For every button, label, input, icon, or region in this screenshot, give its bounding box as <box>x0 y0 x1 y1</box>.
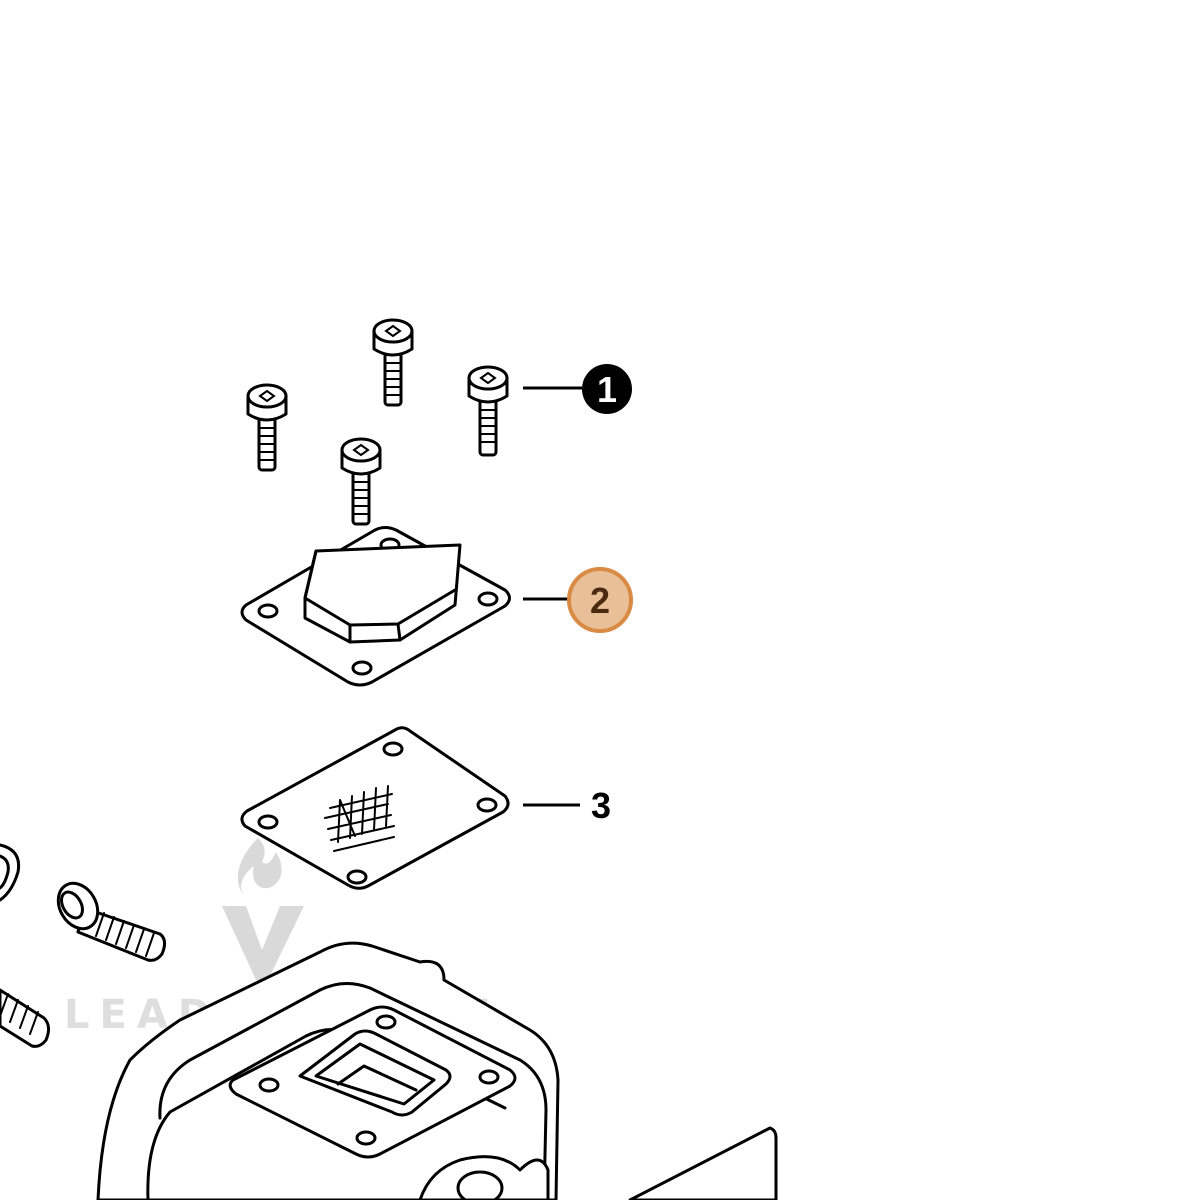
callout-2-label: 2 <box>590 580 610 621</box>
callout-2-badge-highlighted[interactable] <box>567 567 633 633</box>
side-parts <box>0 843 167 1048</box>
screw <box>246 383 288 472</box>
screw <box>372 318 414 407</box>
callout-1-badge <box>582 364 632 414</box>
housing <box>96 941 778 1200</box>
screw <box>467 365 509 457</box>
screw-group <box>246 318 509 526</box>
callout-1: 1 <box>523 364 632 414</box>
bolt <box>56 881 167 962</box>
callout-3-label: 3 <box>591 785 611 826</box>
watermark-v-logo <box>222 906 304 980</box>
screen-gasket <box>240 726 510 890</box>
screw <box>340 437 382 526</box>
callout-2[interactable]: 2 <box>523 567 633 633</box>
watermark-flame-icon <box>237 838 282 896</box>
ring-edge <box>0 843 21 902</box>
gasket-plate <box>240 526 511 687</box>
callout-1-label: 1 <box>597 369 617 410</box>
mesh-screen <box>324 785 395 852</box>
callout-3: 3 <box>523 785 611 826</box>
bolt <box>0 988 51 1048</box>
